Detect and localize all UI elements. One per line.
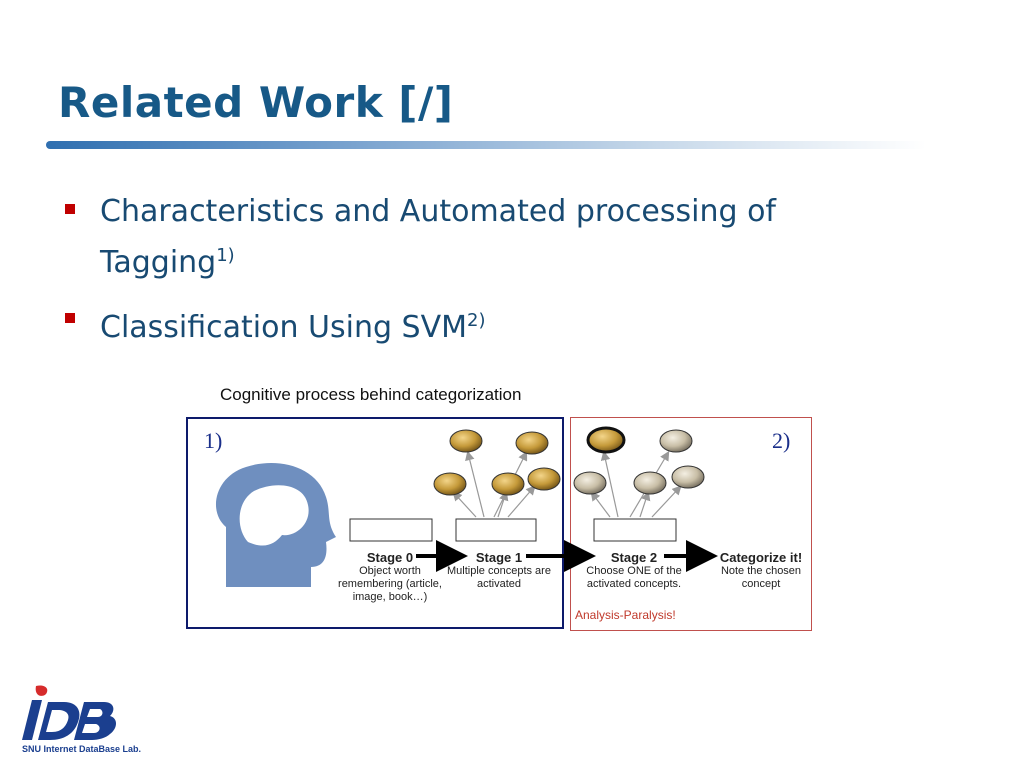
figure-diagram <box>215 426 718 587</box>
panel-label-1: 1) <box>204 428 223 453</box>
concept-box-stage0 <box>349 518 433 542</box>
stage-title: Stage 2 <box>610 550 658 565</box>
bullet-list: Characteristics and Automated processing… <box>60 190 860 364</box>
stage-title: Categorize it! <box>719 550 803 565</box>
slide-title: Related Work [/] <box>58 78 454 127</box>
stage-categorize: Categorize it! Note the chosen concept <box>712 550 810 591</box>
stage-description: Object worth remembering (article, image… <box>338 565 442 603</box>
figure-title: Cognitive process behind categorization <box>220 385 522 404</box>
figure-panel-1 <box>186 417 564 629</box>
candidate-concepts-icon <box>573 426 705 495</box>
stage-description: Multiple concepts are activated <box>447 565 551 590</box>
logo-caption: SNU Internet DataBase Lab. <box>22 744 142 754</box>
reference-marker: 2) <box>467 310 486 331</box>
stage-title: Stage 0 <box>366 550 414 565</box>
panel-label-2: 2) <box>772 428 791 453</box>
bullet-text: Characteristics and Automated processing… <box>100 194 776 280</box>
stage-2: Stage 2 Choose ONE of the activated conc… <box>578 550 690 591</box>
activated-concepts-icon <box>433 429 561 496</box>
stage-description: Choose ONE of the activated concepts. <box>586 565 682 590</box>
concept-box-stage1 <box>455 518 537 542</box>
bullet-square-icon <box>65 204 75 214</box>
stage-title: Stage 1 <box>475 550 523 565</box>
idb-logo-icon <box>22 685 116 740</box>
bullet-square-icon <box>65 313 75 323</box>
concept-box-stage2 <box>593 518 677 542</box>
bullet-item-tagging: Characteristics and Automated processing… <box>60 190 860 285</box>
stage-0: Stage 0 Object worth remembering (articl… <box>332 550 448 604</box>
analysis-paralysis-label: Analysis-Paralysis! <box>575 608 676 622</box>
head-silhouette-icon <box>215 462 336 587</box>
bullet-text: Classification Using SVM <box>100 310 468 345</box>
stage-description: Note the chosen concept <box>720 565 802 590</box>
stage-1: Stage 1 Multiple concepts are activated <box>440 550 558 591</box>
figure-panel-2 <box>570 417 812 631</box>
bullet-item-svm: Classification Using SVM2) <box>60 299 860 350</box>
title-underline <box>46 141 926 149</box>
reference-marker: 1) <box>216 245 235 266</box>
